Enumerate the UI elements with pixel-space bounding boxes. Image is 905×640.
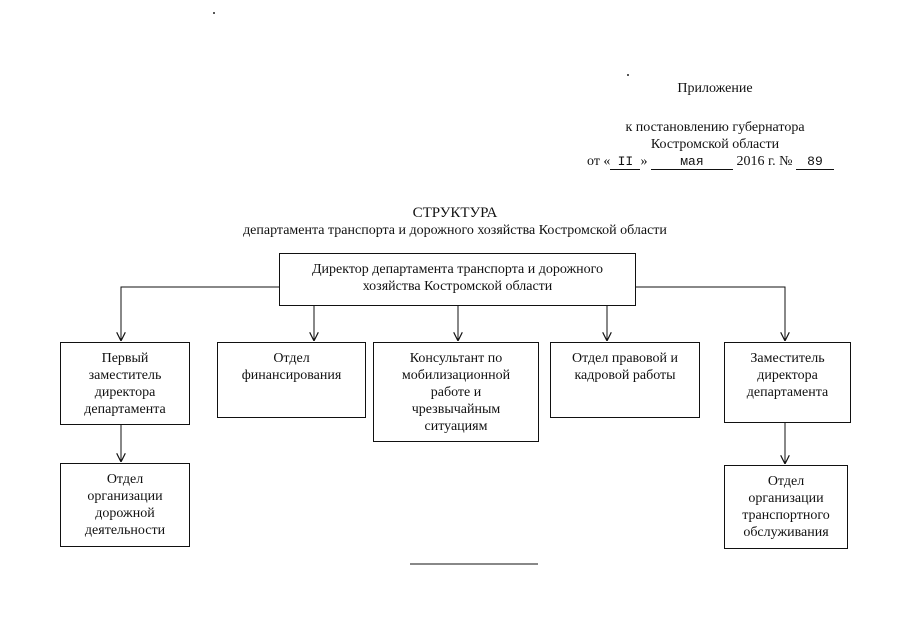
date-day: II xyxy=(610,154,641,170)
appendix-date-line: от «II» мая 2016 г. № 89 xyxy=(587,153,834,170)
page-title: СТРУКТУРА xyxy=(412,205,498,221)
scan-speck xyxy=(213,12,215,14)
road-dept-label: Отдел организации дорожной деятельности xyxy=(84,472,166,538)
appendix-label: Приложение xyxy=(677,81,753,96)
legal-box: Отдел правовой и кадровой работы xyxy=(550,342,700,418)
page-subtitle: департамента транспорта и дорожного хозя… xyxy=(243,223,667,238)
appendix-line-2: Костромской области xyxy=(650,137,780,152)
first-deputy-label: Первый заместитель директора департамент… xyxy=(84,351,166,417)
transport-dept-box: Отдел организации транспортного обслужив… xyxy=(724,465,848,549)
connector-first-deputy xyxy=(121,286,279,340)
consultant-box: Консультант по мобилизационной работе и … xyxy=(373,342,539,442)
transport-dept-label: Отдел организации транспортного обслужив… xyxy=(742,474,830,540)
date-month: мая xyxy=(650,154,733,170)
director-label: Директор департамента транспорта и дорож… xyxy=(311,262,604,294)
date-mid: » xyxy=(640,154,648,169)
first-deputy-box: Первый заместитель директора департамент… xyxy=(60,342,190,425)
date-year: 2016 г. № xyxy=(736,154,793,169)
date-prefix: от « xyxy=(587,154,611,169)
deputy-label: Заместитель директора департамента xyxy=(746,351,829,400)
road-dept-box: Отдел организации дорожной деятельности xyxy=(60,463,190,547)
finance-label: Отдел финансирования xyxy=(241,351,342,383)
appendix-line-1: к постановлению губернатора xyxy=(625,120,805,135)
finance-box: Отдел финансирования xyxy=(217,342,366,418)
consultant-label: Консультант по мобилизационной работе и … xyxy=(401,351,511,434)
scan-speck xyxy=(627,74,629,76)
date-number: 89 xyxy=(795,154,834,170)
connector-deputy xyxy=(636,286,785,340)
director-box: Директор департамента транспорта и дорож… xyxy=(279,253,636,306)
deputy-box: Заместитель директора департамента xyxy=(724,342,851,423)
legal-label: Отдел правовой и кадровой работы xyxy=(571,351,679,383)
